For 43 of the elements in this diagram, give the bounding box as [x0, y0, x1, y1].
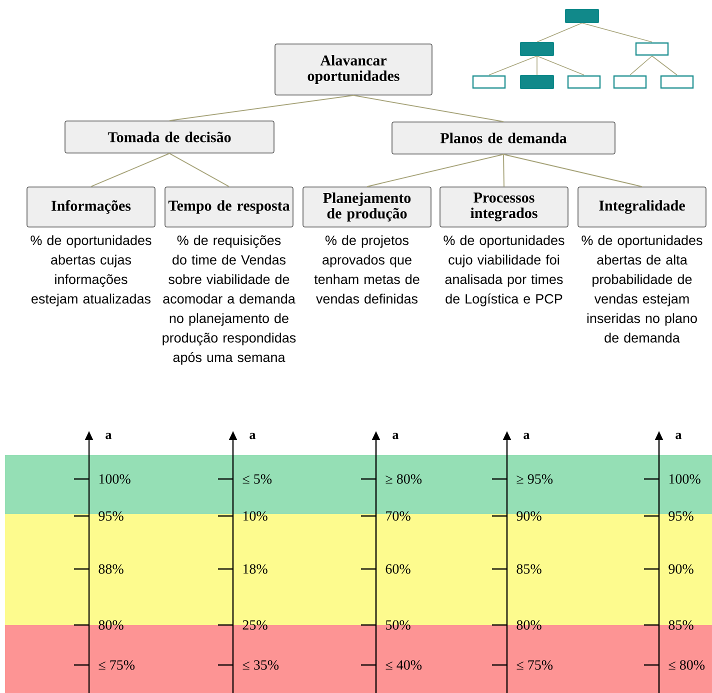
- title-box: Integralidade: [578, 186, 706, 228]
- tick-label: 10%: [243, 511, 268, 521]
- tick-label: 70%: [386, 511, 410, 521]
- tick-label: 100%: [99, 474, 130, 484]
- tick-label: ≤ 35%: [242, 660, 279, 670]
- tick-label: 85%: [668, 620, 694, 630]
- tick-label: 18%: [243, 564, 268, 574]
- title-box: Tomada de decisão: [64, 120, 274, 154]
- tick-label: ≥ 80%: [386, 474, 422, 484]
- axis-label: a: [250, 432, 256, 440]
- description-text: % de oportunidades abertas cujas informações estejam atualizadas: [30, 235, 152, 306]
- tick-label: 85%: [516, 564, 542, 574]
- tick-label: 60%: [386, 564, 410, 574]
- title-box: Planos de demanda: [392, 122, 616, 154]
- tick-label: 95%: [668, 511, 694, 521]
- tick-label: 90%: [668, 564, 694, 574]
- tick-label: 95%: [98, 511, 124, 521]
- axis-label: a: [524, 432, 530, 440]
- tick-label: 80%: [98, 620, 124, 630]
- description-text: % de oportunidades cujo viabilidade foi analisada por times de Logística e PCP: [444, 235, 564, 306]
- title-box: Informações: [26, 186, 156, 228]
- title-box: Tempo de resposta: [164, 186, 294, 228]
- tick-label: ≤ 5%: [242, 474, 272, 484]
- tick-label: ≥ 95%: [516, 474, 553, 484]
- axis-label: a: [392, 432, 398, 440]
- title-box: Planejamento de produção: [302, 186, 432, 228]
- tick-label: 25%: [242, 620, 268, 630]
- title-box: Alavancar oportunidades: [274, 44, 432, 96]
- tick-label: 100%: [669, 474, 700, 484]
- title-box: Processos integrados: [440, 186, 568, 228]
- axis-label: a: [106, 432, 112, 440]
- tick-label: 50%: [386, 620, 410, 630]
- axis-label: a: [676, 432, 682, 440]
- tick-label: 90%: [516, 511, 542, 521]
- tick-label: 80%: [516, 620, 542, 630]
- tick-label: ≤ 80%: [668, 660, 705, 670]
- description-text: % de oportunidades abertas de alta probabilidade de vendas estejam inseridas no plano de demanda: [582, 235, 702, 343]
- description-text: % de requisições do time de Vendas sobre viabilidade de acomodar a demanda no planejamento de produção respondidas após uma semana: [162, 235, 296, 365]
- description-text: % de projetos aprovados que tenham metas de vendas definidas: [314, 235, 420, 304]
- tick-label: ≤ 75%: [98, 660, 135, 670]
- tick-label: ≤ 75%: [516, 660, 553, 670]
- tick-label: ≤ 40%: [386, 660, 422, 670]
- tick-label: 88%: [98, 564, 124, 574]
